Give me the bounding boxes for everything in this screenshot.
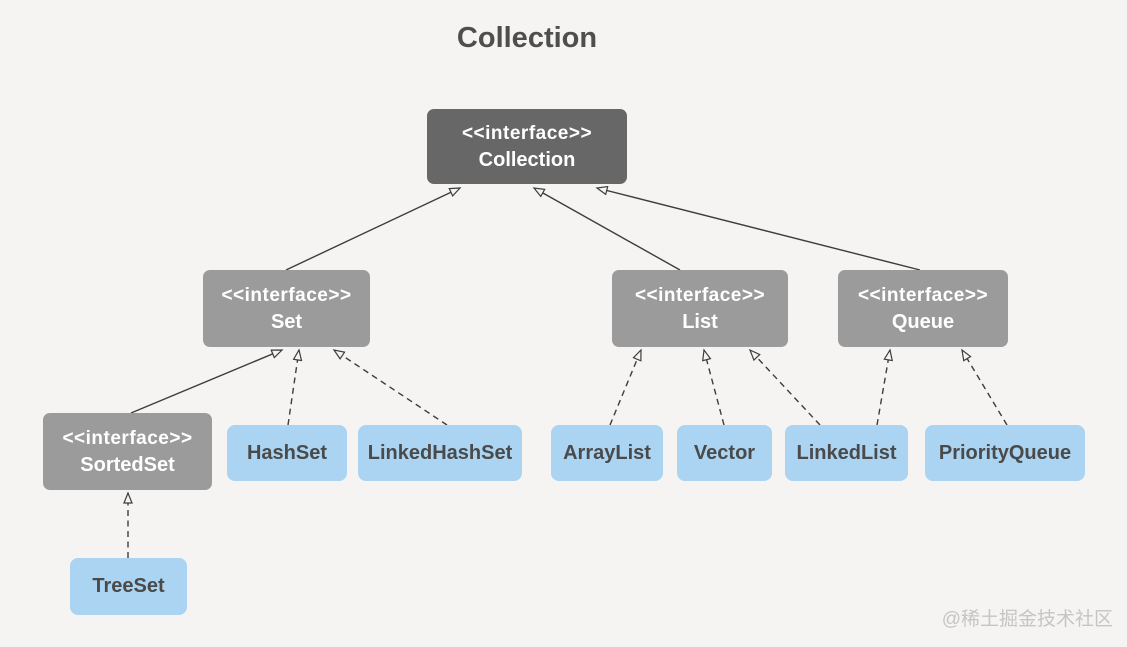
edge-linkedhashset-set [332,349,448,426]
node-priorityqueue-class: PriorityQueue [925,425,1085,481]
edge-priorityqueue-queue [961,348,1008,426]
sortedset-name-label: SortedSet [80,453,175,476]
node-treeset-class: TreeSet [70,558,187,615]
edge-vector-list [702,348,725,426]
list-stereotype-label: <<interface>> [634,284,766,306]
set-name-label: Set [270,310,303,333]
edge-sortedset-set [130,349,284,414]
collection-stereotype-label: <<interface>> [461,122,593,144]
list-name-label: List [682,310,718,333]
sortedset-stereotype-label: <<interface>> [62,427,193,449]
page-title: Collection [456,22,598,54]
edge-hashset-set [287,348,303,426]
edge-arraylist-list [609,348,642,426]
edge-list-collection [532,187,681,271]
watermark: @稀土掘金技术社区 [941,609,1113,630]
arraylist-name-label: ArrayList [563,441,651,464]
hashset-name-label: HashSet [246,441,328,464]
linkedhashset-name-label: LinkedHashSet [367,441,513,464]
collection-name-label: Collection [478,148,576,171]
node-linkedlist-class: LinkedList [785,425,908,481]
set-stereotype-label: <<interface>> [221,284,352,306]
node-vector-class: Vector [677,425,772,481]
node-queue-interface: <<interface>> Queue [838,270,1008,347]
edge-linkedlist-queue [876,348,894,426]
node-linkedhashset-class: LinkedHashSet [358,425,522,481]
node-collection-interface: <<interface>> Collection [427,109,627,184]
vector-name-label: Vector [693,441,756,464]
node-list-interface: <<interface>> List [612,270,788,347]
edge-set-collection [285,187,462,271]
queue-name-label: Queue [891,310,955,333]
edge-queue-collection [595,185,921,271]
node-sortedset-interface: <<interface>> SortedSet [43,413,212,490]
node-hashset-class: HashSet [227,425,347,481]
treeset-name-label: TreeSet [92,575,165,597]
node-arraylist-class: ArrayList [551,425,663,481]
edge-linkedlist-list [748,348,821,426]
priorityqueue-name-label: PriorityQueue [938,441,1072,464]
linkedlist-name-label: LinkedList [796,441,897,464]
queue-stereotype-label: <<interface>> [857,284,989,306]
node-set-interface: <<interface>> Set [203,270,370,347]
